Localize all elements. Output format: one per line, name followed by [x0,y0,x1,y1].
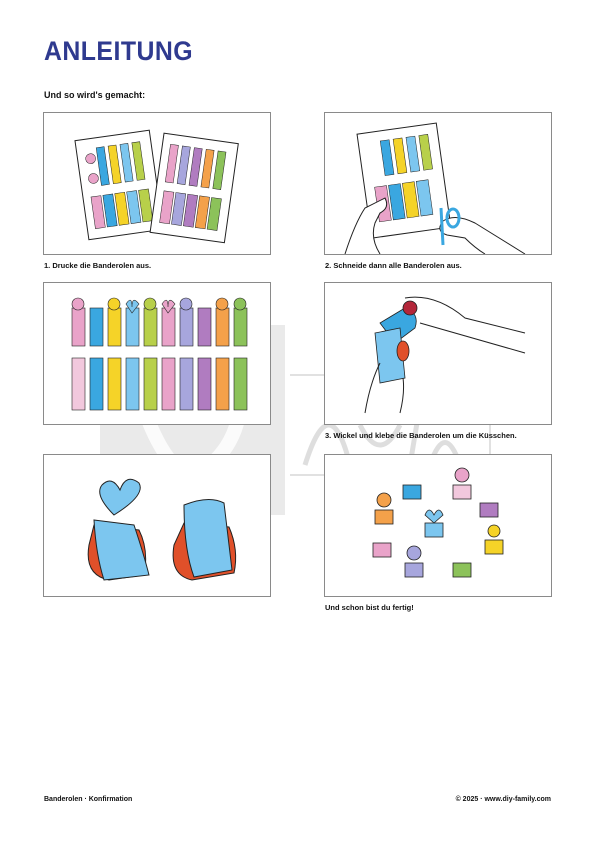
wrapped-kisses-illustration [43,454,271,597]
step2-illustration [324,112,552,255]
footer-left: Banderolen · Konfirmation [44,796,133,803]
step3-caption: 3. Wickel und klebe die Banderolen um di… [325,431,517,440]
finished-kisses-illustration [324,454,552,597]
step2-caption: 2. Schneide dann alle Banderolen aus. [325,261,462,270]
page-title: ANLEITUNG [44,36,194,66]
step1-illustration [43,112,271,255]
strips-illustration [43,282,271,425]
step1-caption: 1. Drucke die Banderolen aus. [44,261,152,270]
intro-text: Und so wird's gemacht: [44,90,146,100]
step3-illustration [324,282,552,425]
final-caption: Und schon bist du fertig! [325,603,414,612]
footer-right: © 2025 · www.diy-family.com [455,796,551,803]
